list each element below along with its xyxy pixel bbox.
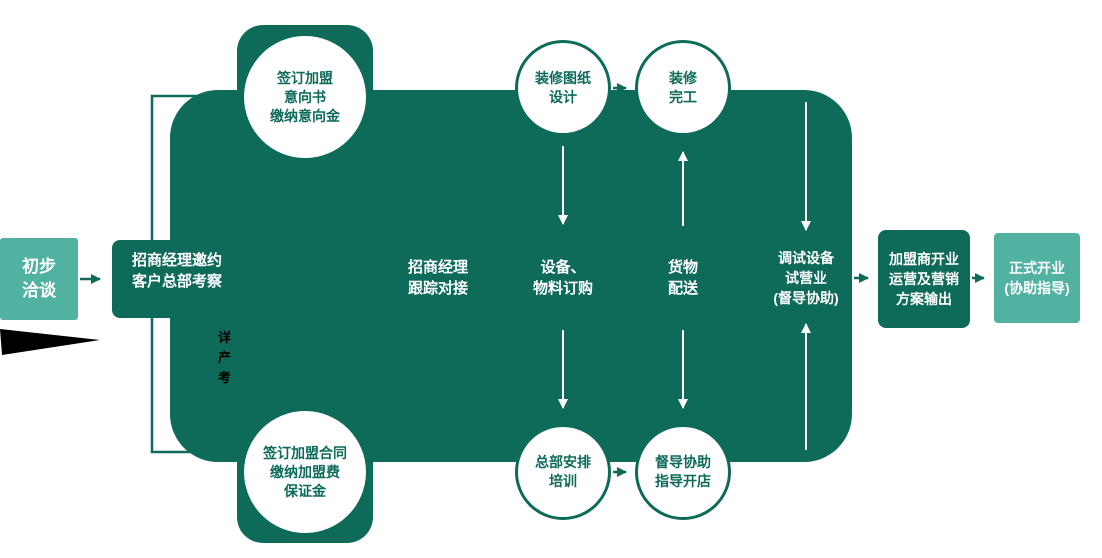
text-line: 运营及营销 xyxy=(889,271,959,287)
circle-supervisor-guidance: 督导协助 指导开店 xyxy=(635,424,731,520)
circle-decoration-complete: 装修 完工 xyxy=(635,40,731,136)
text-line: 跟踪对接 xyxy=(407,280,468,297)
text-line: 调试设备 xyxy=(778,250,834,266)
text-line: 配送 xyxy=(667,280,698,297)
text-line: 完工 xyxy=(669,89,697,105)
text-line: 意向书 xyxy=(284,88,326,105)
text-line: 详 xyxy=(218,330,232,345)
text-line: 客户总部考察 xyxy=(131,273,222,290)
text-line: 装修图纸 xyxy=(535,70,591,86)
step-invite-inspection: 招商经理邀约 客户总部考察 xyxy=(108,250,246,292)
step-goods-delivery: 货物 配送 xyxy=(623,257,743,299)
step-initial-negotiation: 初步 洽谈 xyxy=(0,238,78,320)
step-manager-follow-up: 招商经理 跟踪对接 xyxy=(378,257,498,299)
text-line: 督导协助 xyxy=(655,454,711,470)
circle-contract-signing: 签订加盟合同 缴纳加盟费 保证金 xyxy=(244,411,366,533)
text-line: 产 xyxy=(218,350,232,365)
text-line: 招商经理 xyxy=(407,259,468,276)
text-line: 签订加盟 xyxy=(277,69,333,86)
text-line: (督导协助) xyxy=(773,290,839,306)
step-equipment-order: 设备、 物料订购 xyxy=(503,257,623,299)
text-line: 设计 xyxy=(549,89,577,105)
text-line: 加盟商开业 xyxy=(889,251,959,267)
black-arrow-artifact xyxy=(0,329,100,355)
text-line: 缴纳加盟费 xyxy=(270,463,340,480)
step-trial-operation: 调试设备 试营业 (督导协助) xyxy=(756,248,856,308)
overlapped-text-artifact: 详 产 考 xyxy=(218,328,231,388)
text-line: 培训 xyxy=(549,473,577,489)
text-line: 物料订购 xyxy=(532,280,593,297)
text-line: 初步 xyxy=(22,257,56,276)
text-line: 装修 xyxy=(669,70,697,86)
step-franchisee-opening-plan: 加盟商开业 运营及营销 方案输出 xyxy=(878,230,970,328)
text-line: 正式开业 xyxy=(1009,260,1065,276)
main-process-panel-tab xyxy=(112,240,242,318)
step-official-opening: 正式开业 (协助指导) xyxy=(994,233,1080,323)
circle-design-drawings: 装修图纸 设计 xyxy=(515,40,611,136)
text-line: 指导开店 xyxy=(655,473,711,489)
text-line: 总部安排 xyxy=(535,454,591,470)
text-line: 缴纳意向金 xyxy=(270,107,340,124)
text-line: 保证金 xyxy=(284,482,326,499)
text-line: 货物 xyxy=(667,259,698,276)
text-line: 试营业 xyxy=(785,270,827,286)
text-line: 招商经理邀约 xyxy=(131,252,222,269)
text-line: 设备、 xyxy=(540,259,586,276)
text-line: 考 xyxy=(218,370,232,385)
text-line: 签订加盟合同 xyxy=(263,444,347,461)
text-line: 洽谈 xyxy=(22,281,56,300)
circle-intent-letter: 签订加盟 意向书 缴纳意向金 xyxy=(244,36,366,158)
circle-hq-training: 总部安排 培训 xyxy=(515,424,611,520)
text-line: (协助指导) xyxy=(1004,280,1070,296)
text-line: 方案输出 xyxy=(896,291,952,307)
